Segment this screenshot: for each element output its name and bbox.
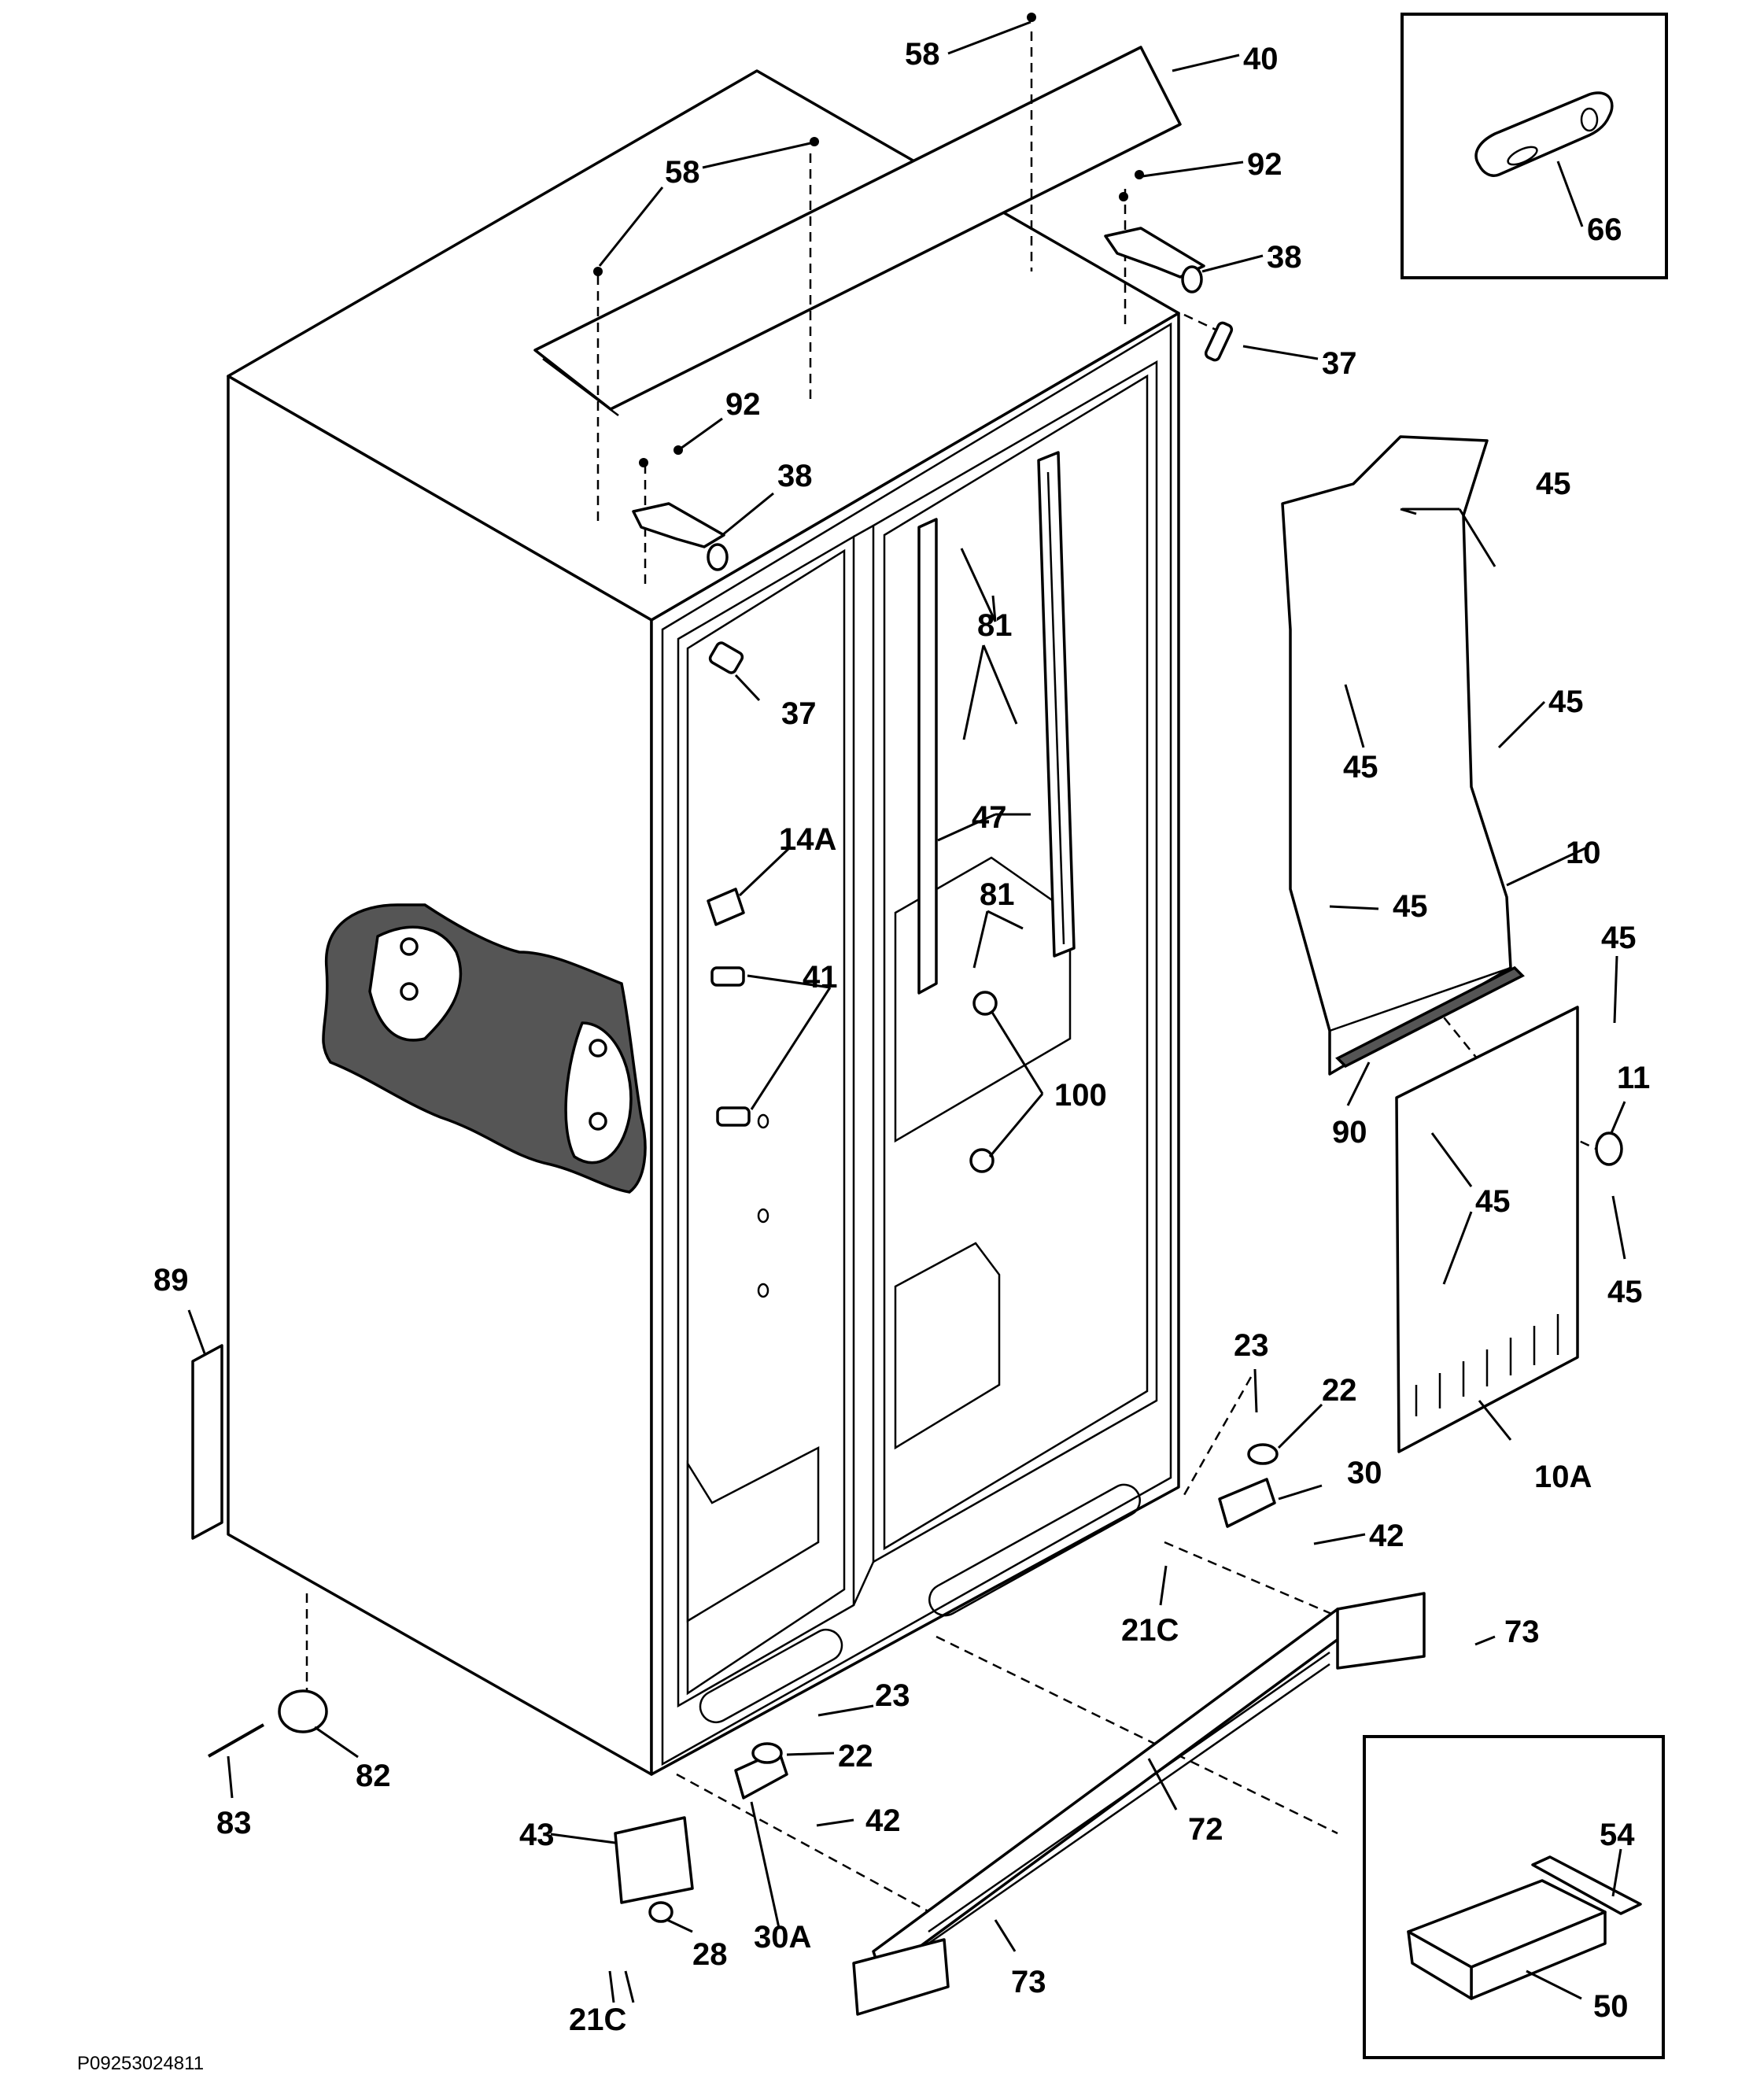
callout-81: 81	[980, 877, 1015, 912]
leader-lines	[187, 20, 1626, 2003]
callout-58: 58	[665, 155, 700, 190]
callout-10: 10	[1566, 836, 1601, 870]
callout-89: 89	[153, 1263, 189, 1298]
light-switch	[707, 888, 745, 926]
callout-58: 58	[905, 37, 940, 72]
callout-50: 50	[1593, 1989, 1629, 2024]
spacers	[969, 991, 998, 1173]
front-roller-assembly	[614, 1816, 694, 1923]
callout-22: 22	[1322, 1373, 1357, 1408]
callout-66: 66	[1587, 212, 1622, 247]
callout-21C: 21C	[569, 2003, 626, 2037]
callout-42: 42	[865, 1803, 901, 1838]
callout-45: 45	[1475, 1184, 1511, 1219]
callout-37: 37	[1322, 346, 1357, 381]
rear-panel-lower	[1395, 1006, 1579, 1453]
callout-54: 54	[1600, 1818, 1635, 1852]
callout-23: 23	[1234, 1328, 1269, 1363]
screws	[593, 13, 1144, 467]
callout-73: 73	[1011, 1965, 1046, 1999]
callout-45: 45	[1536, 467, 1571, 501]
callout-37: 37	[781, 696, 817, 731]
top-hinge-left	[632, 502, 729, 571]
top-hinge-right	[1104, 227, 1205, 293]
assembly-lines	[305, 31, 1614, 1921]
document-code: P09253024811	[77, 2053, 204, 2074]
callout-11: 11	[1617, 1061, 1650, 1095]
callout-47: 47	[972, 800, 1007, 835]
callout-45: 45	[1601, 921, 1637, 955]
callout-45: 45	[1343, 750, 1378, 784]
callout-92: 92	[1247, 147, 1282, 182]
callout-43: 43	[519, 1818, 555, 1852]
callout-10A: 10A	[1534, 1460, 1592, 1494]
callout-92: 92	[725, 387, 761, 422]
callout-45: 45	[1393, 889, 1428, 924]
shelf-rail-right	[1037, 451, 1076, 958]
callout-40: 40	[1243, 42, 1279, 76]
callout-22: 22	[838, 1739, 873, 1774]
lower-hinge-left	[734, 1742, 788, 1800]
door-pins	[710, 966, 751, 1127]
callout-42: 42	[1369, 1519, 1404, 1553]
callout-72: 72	[1188, 1812, 1223, 1847]
callout-45: 45	[1548, 685, 1584, 719]
door-stop-top	[1204, 321, 1234, 362]
callout-23: 23	[875, 1678, 910, 1713]
grommet	[1595, 1131, 1623, 1166]
insulation-cutaway	[322, 903, 647, 1194]
callout-45: 45	[1607, 1275, 1643, 1309]
callout-83: 83	[216, 1806, 252, 1840]
callout-90: 90	[1332, 1115, 1367, 1150]
inset-50-54	[1363, 1735, 1665, 2059]
callout-30A: 30A	[754, 1920, 811, 1955]
callout-38: 38	[777, 459, 813, 493]
door-stop-inside	[708, 641, 744, 674]
kickplate-grille	[852, 1592, 1426, 2016]
side-bracket	[191, 1344, 223, 1540]
callout-38: 38	[1267, 240, 1302, 275]
top-hinge-cover	[533, 46, 1182, 416]
inset-66	[1400, 13, 1668, 279]
rear-panel-upper	[1281, 435, 1512, 1076]
callout-labels: 58 40 58 92 38 37 92 38 66 45 81 37 45 4…	[153, 37, 1650, 2037]
callout-41: 41	[803, 960, 838, 995]
callout-21C: 21C	[1121, 1613, 1179, 1648]
callout-81: 81	[977, 608, 1013, 643]
shelf-rail-left	[917, 518, 938, 995]
callout-73: 73	[1504, 1615, 1540, 1649]
roller	[208, 1689, 328, 1758]
lower-hinge-right	[1218, 1443, 1279, 1528]
callout-28: 28	[692, 1937, 728, 1972]
rear-seal	[1335, 965, 1525, 1069]
callout-14A: 14A	[779, 822, 836, 857]
callout-30: 30	[1347, 1456, 1382, 1490]
callout-82: 82	[356, 1759, 391, 1793]
callout-100: 100	[1054, 1078, 1107, 1113]
